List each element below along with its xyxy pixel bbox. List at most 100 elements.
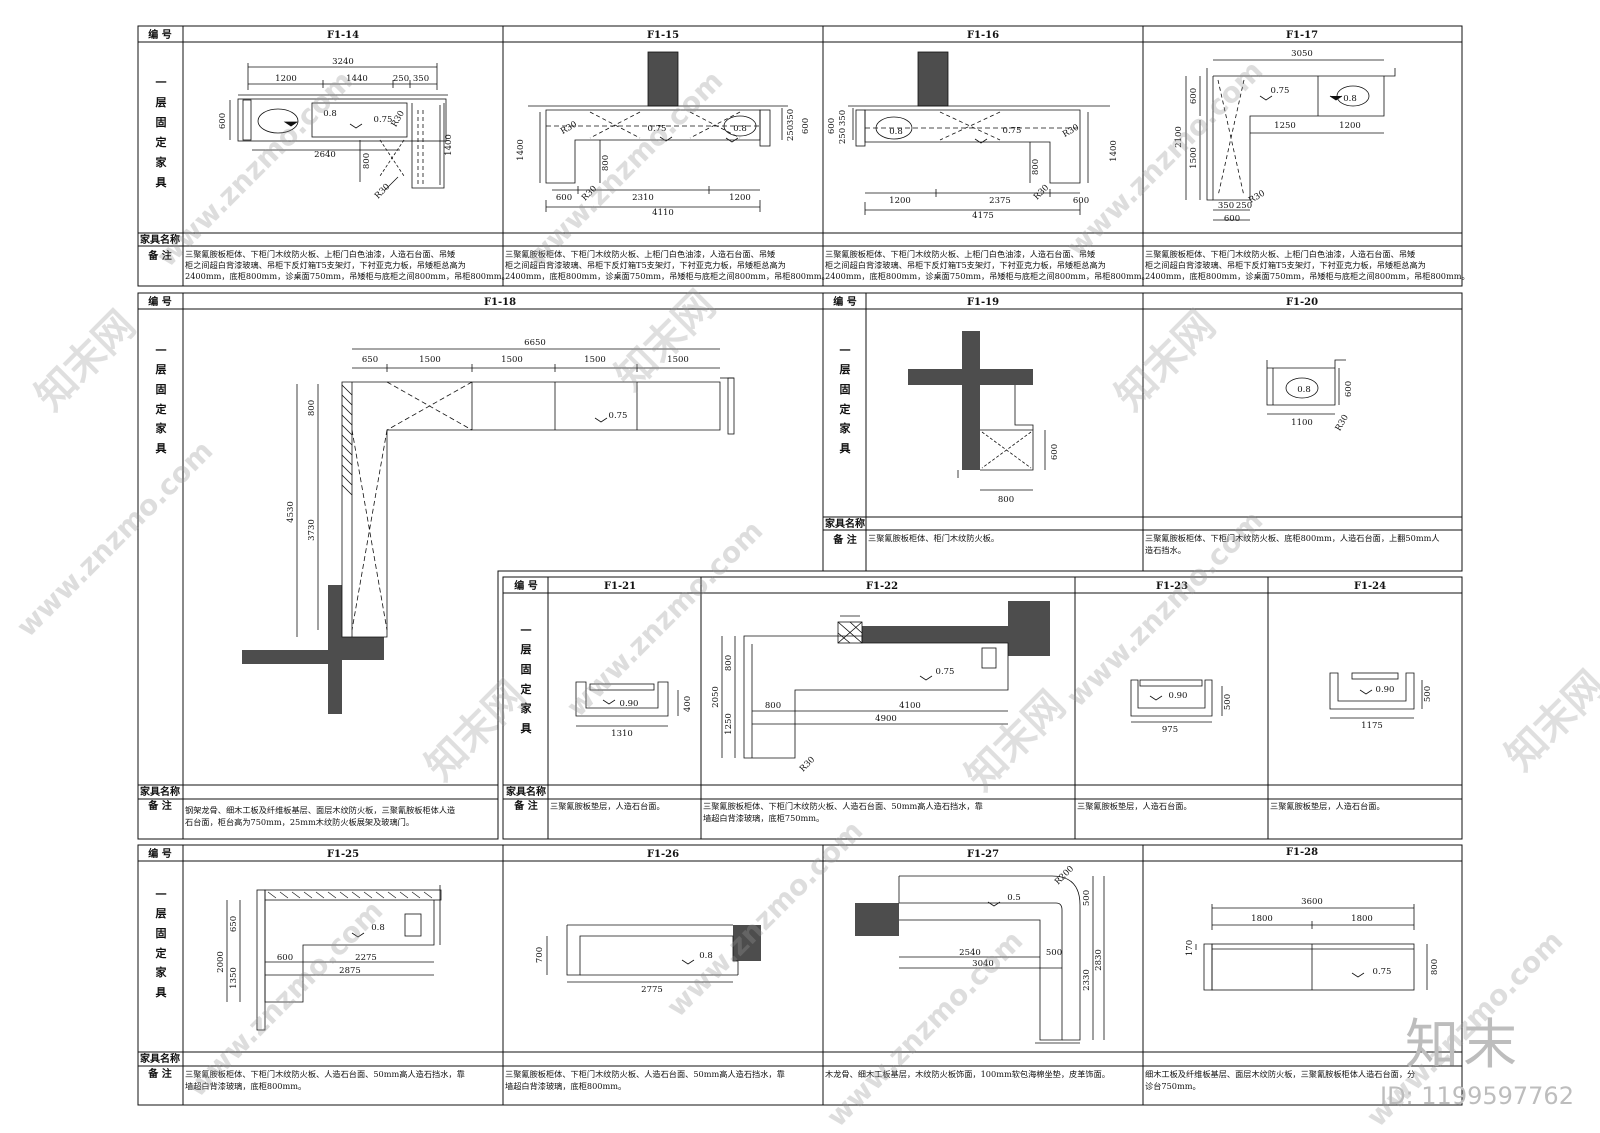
side-label-2: 一 层 固 定 家 具 <box>155 344 168 455</box>
dim-label: 2275 <box>355 953 377 963</box>
dims-f24: 500 1175 0.90 <box>1361 685 1433 731</box>
dim-label: 1200 <box>729 193 751 203</box>
side-label-4: 一 层 固 定 家 具 <box>520 624 533 735</box>
dims-f26: 700 2775 0.8 <box>535 947 713 995</box>
side-char: 定 <box>840 402 851 416</box>
code-f21: F1-21 <box>604 581 636 592</box>
dim-label: 800 <box>362 153 372 169</box>
image-id-label: ID: 1199597762 <box>1380 1082 1574 1110</box>
dim-label: 1400 <box>444 134 454 156</box>
label-beizhu-3: 备 注 <box>832 533 856 546</box>
side-char: 家 <box>156 421 168 435</box>
dims-f19: 600 800 <box>998 444 1060 505</box>
note-f14: 三聚氰胺板柜体、下柜门木纹防火板、上柜门白色油漆，人造石台面、吊矮柜之间超白背漆… <box>185 249 510 281</box>
dims-f23: 500 975 0.90 <box>1162 691 1233 735</box>
dim-label: 800 <box>1430 959 1440 975</box>
side-char: 固 <box>156 927 167 940</box>
label-bianhao-3: 编 号 <box>833 295 856 308</box>
dims-f21: 400 1310 0.90 <box>611 696 693 739</box>
code-f27: F1-27 <box>967 849 999 860</box>
dim-label: 800 <box>601 155 611 171</box>
dim-label: 0.75 <box>374 115 393 125</box>
label-bianhao-2: 编 号 <box>148 295 171 308</box>
dim-label: R30 <box>798 755 817 774</box>
dim-label: 600 <box>556 193 572 203</box>
dim-label: 2830 <box>1094 949 1104 971</box>
dim-label: 1310 <box>611 729 633 739</box>
code-f17: F1-17 <box>1286 30 1318 41</box>
dims-f28: 3600 1800 1800 170 800 0.75 <box>1185 897 1440 977</box>
side-char: 定 <box>156 135 167 149</box>
side-char: 家 <box>156 155 168 169</box>
dim-label: 2375 <box>989 196 1011 206</box>
dim-label: 1500 <box>667 355 689 365</box>
drawing-f16 <box>848 51 1110 215</box>
code-f25: F1-25 <box>327 849 359 860</box>
dim-label: 350 <box>1218 201 1234 211</box>
dim-label: 250 <box>838 128 848 144</box>
dim-label: 0.75 <box>1003 126 1022 136</box>
dim-label: 1800 <box>1351 914 1373 924</box>
drawing-f20 <box>1266 359 1346 415</box>
note-f17: 三聚氰胺板柜体、下柜门木纹防火板、上柜门白色油漆，人造石台面、吊矮柜之间超白背漆… <box>1145 249 1470 281</box>
dim-label: 0.75 <box>1271 86 1290 96</box>
dim-label: 2310 <box>632 193 654 203</box>
side-char: 定 <box>156 946 167 960</box>
dims-f14: 3240 1200 1440 250 350 600 2640 800 1400… <box>218 57 454 201</box>
side-char: 层 <box>839 363 851 376</box>
dim-label: 0.90 <box>620 699 639 709</box>
dim-label: 250 <box>786 125 796 141</box>
dim-label: 2050 <box>711 686 721 708</box>
label-mingcheng-4: 家具名称 <box>506 785 546 798</box>
dim-label: 2775 <box>641 985 663 995</box>
label-bianhao-4: 编 号 <box>514 579 537 592</box>
drawing-f22 <box>721 601 1050 759</box>
dim-label: 3040 <box>972 959 994 969</box>
side-char: 一 <box>156 76 167 89</box>
dims-f15: 1400 800 600 2310 1200 4110 350 250 600 … <box>516 109 811 218</box>
dim-label: 350 <box>786 109 796 125</box>
code-f15: F1-15 <box>647 30 679 41</box>
dim-label: 1200 <box>1339 121 1361 131</box>
dim-label: 1500 <box>584 355 606 365</box>
dim-label: 1100 <box>1291 418 1313 428</box>
dim-label: 2100 <box>1174 126 1184 148</box>
code-f19: F1-19 <box>967 297 999 308</box>
dims-f25: 650 2000 1350 600 2275 2875 0.8 <box>216 916 385 989</box>
drawing-f27 <box>855 875 1105 1044</box>
dim-label: 800 <box>1031 159 1041 175</box>
note-f18: 钢架龙骨、细木工板及纤维板基层、面层木纹防火板，三聚氰胺板柜体人造石台面，柜台高… <box>185 805 455 827</box>
code-f16: F1-16 <box>967 30 999 41</box>
dim-label: 250 <box>393 74 409 84</box>
label-beizhu-2: 备 注 <box>147 799 171 812</box>
dim-label: 975 <box>1162 725 1178 735</box>
drawing-f21 <box>575 681 679 727</box>
dim-label: 0.8 <box>889 127 903 137</box>
side-char: 固 <box>521 663 532 676</box>
dim-label: 800 <box>307 400 317 416</box>
side-char: 一 <box>156 888 167 901</box>
code-f14: F1-14 <box>327 30 359 41</box>
drawing-f19 <box>908 331 1046 491</box>
dim-label: 1250 <box>1274 121 1296 131</box>
dims-f27: R200 500 2830 2330 2540 3040 500 0.5 <box>959 864 1104 991</box>
label-beizhu-4: 备 注 <box>513 799 537 812</box>
drawing-f23 <box>1130 679 1223 723</box>
table-row-3 <box>502 576 1463 840</box>
side-char: 层 <box>155 363 167 376</box>
drawing-f17 <box>1185 59 1396 221</box>
dim-label: 500 <box>1082 890 1092 906</box>
drawing-f25 <box>226 885 442 1031</box>
dim-label: 500 <box>1223 694 1233 710</box>
side-char: 层 <box>520 643 532 656</box>
dim-label: 0.8 <box>699 951 713 961</box>
dim-label: 2875 <box>339 966 361 976</box>
dims-f22: 800 2050 1250 800 4100 4900 R30 0.75 <box>711 655 954 774</box>
side-label-3: 一 层 固 定 家 具 <box>839 344 852 455</box>
note-f26: 三聚氰胺板柜体、下柜门木纹防火板、人造石台面、50mm高人造石挡水，靠墙超白背漆… <box>505 1069 785 1091</box>
dim-label: R30 <box>1032 183 1051 202</box>
drawing-f28 <box>1195 904 1428 991</box>
dim-label: 0.8 <box>1297 385 1311 395</box>
dim-label: 650 <box>362 355 378 365</box>
dim-label: 600 <box>1224 214 1240 224</box>
